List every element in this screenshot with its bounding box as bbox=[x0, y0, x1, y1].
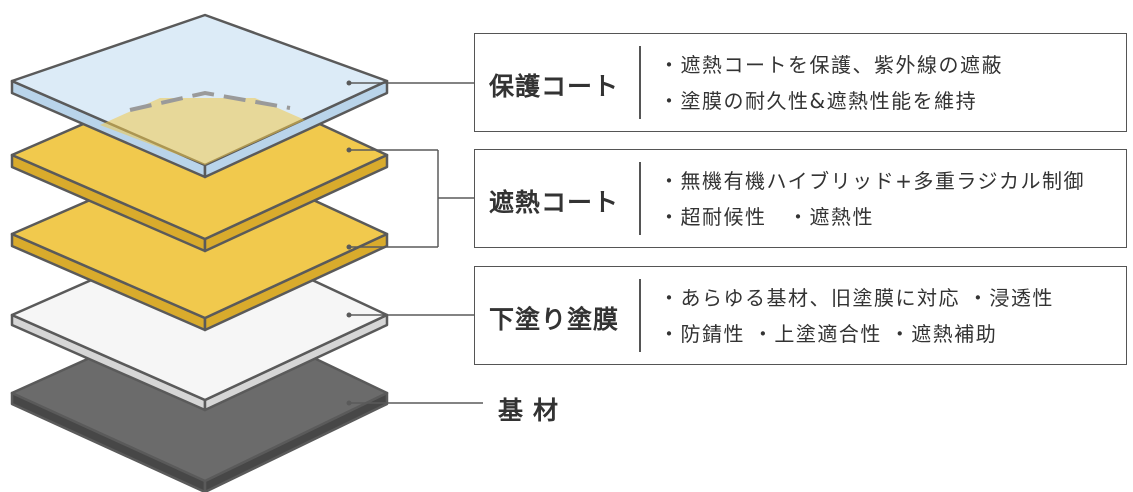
leader-dots bbox=[346, 80, 352, 406]
protective-coat-point: ・塗膜の耐久性&遮熱性能を維持 bbox=[659, 89, 978, 113]
heat-shield-coat-title: 遮熱コート bbox=[489, 188, 620, 217]
protective-coat-points: ・遮熱コートを保護、紫外線の遮蔽 ・塗膜の耐久性&遮熱性能を維持 bbox=[659, 47, 1003, 119]
substrate-title: 基材 bbox=[498, 396, 569, 425]
primer-coat-divider bbox=[639, 279, 641, 352]
primer-coat-title: 下塗り塗膜 bbox=[489, 305, 620, 334]
leader-lines bbox=[349, 82, 483, 404]
primer-coat-point: ・防錆性 ・上塗適合性 ・遮熱補助 bbox=[659, 322, 998, 346]
heat-shield-coat-points: ・無機有機ハイブリッド+多重ラジカル制御 ・超耐候性 ・遮熱性 bbox=[659, 163, 1085, 235]
heat-shield-coat-point: ・無機有機ハイブリッド+多重ラジカル制御 bbox=[659, 169, 1085, 193]
protective-coat-divider bbox=[639, 46, 641, 119]
heat-shield-coat-label: 遮熱コート ・無機有機ハイブリッド+多重ラジカル制御 ・超耐候性 ・遮熱性 bbox=[474, 149, 1127, 248]
protective-coat-point: ・遮熱コートを保護、紫外線の遮蔽 bbox=[659, 53, 1003, 77]
heat-shield-coat-point: ・超耐候性 ・遮熱性 bbox=[659, 205, 874, 229]
primer-coat-point: ・あらゆる基材、旧塗膜に対応 ・浸透性 bbox=[659, 286, 1054, 310]
protective-layer bbox=[10, 13, 389, 179]
primer-coat-label: 下塗り塗膜 ・あらゆる基材、旧塗膜に対応 ・浸透性 ・防錆性 ・上塗適合性 ・遮… bbox=[474, 266, 1127, 365]
primer-coat-points: ・あらゆる基材、旧塗膜に対応 ・浸透性 ・防錆性 ・上塗適合性 ・遮熱補助 bbox=[659, 280, 1054, 352]
heat-shield-coat-divider bbox=[639, 162, 641, 235]
protective-coat-title: 保護コート bbox=[489, 72, 620, 101]
protective-coat-label: 保護コート ・遮熱コートを保護、紫外線の遮蔽 ・塗膜の耐久性&遮熱性能を維持 bbox=[474, 33, 1127, 132]
